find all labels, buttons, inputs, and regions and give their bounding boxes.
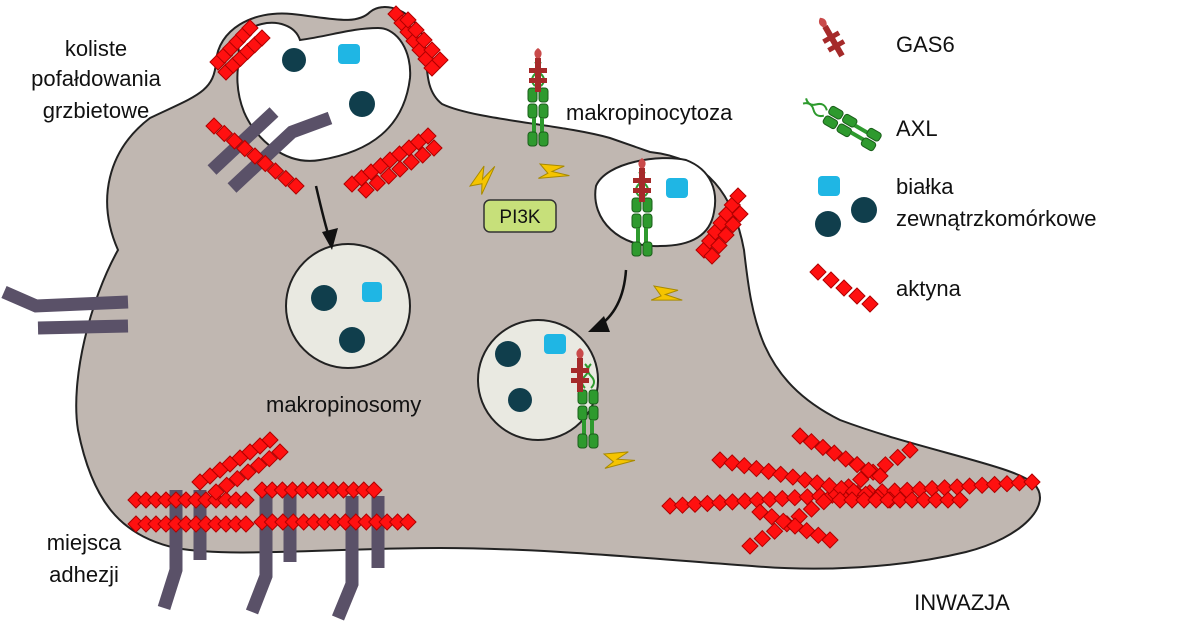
legend-gas6-icon (812, 13, 850, 61)
legend-actin-icon (809, 263, 879, 313)
ruffle-cup (236, 21, 412, 162)
integrin-side (1, 286, 129, 335)
legend-axl-label: AXL (896, 116, 938, 141)
pi3k-box: PI3K (483, 199, 557, 233)
actin-segment (809, 263, 827, 281)
legend-proteins-label-line2: zewnątrzkomórkowe (896, 206, 1097, 231)
protein-light-icon (544, 334, 566, 354)
macropinosomes-label: makropinosomy (266, 392, 421, 417)
actin-segment (848, 287, 866, 305)
protein-dark-icon (349, 91, 375, 117)
macropinosome-vesicle (285, 243, 411, 369)
macropinocytosis-label: makropinocytoza (566, 100, 733, 125)
protein-dark-icon (508, 388, 532, 412)
legend-axl-icon (798, 91, 884, 153)
ruffles-label-line2: pofałdowania (31, 66, 161, 91)
integrin-ruffle (207, 107, 333, 193)
protein-dark-icon (339, 327, 365, 353)
legend-gas6-label: GAS6 (896, 32, 955, 57)
actin-segment (835, 279, 853, 297)
protein-light-icon (338, 44, 360, 64)
integrins (1, 107, 385, 621)
actin-segment (861, 295, 879, 313)
invasion-label: INWAZJA (914, 590, 1010, 615)
legend-actin-label: aktyna (896, 276, 962, 301)
extracellular-proteins (282, 44, 688, 412)
ruffles-label-line1: koliste (65, 36, 127, 61)
adhesion-label-line1: miejsca (47, 530, 122, 555)
protein-dark-icon (282, 48, 306, 72)
pi3k-label: PI3K (499, 207, 541, 228)
legend-proteins-label-line1: białka (896, 174, 954, 199)
adhesion-label-line2: adhezji (49, 562, 119, 587)
arrow-to-macropinosome (314, 185, 338, 250)
protein-light-icon (666, 178, 688, 198)
actin-segment (822, 271, 840, 289)
protein-dark-icon (311, 285, 337, 311)
protein-light-icon (362, 282, 382, 302)
legend: GAS6 AXL białka zewnątrzkomórkowe aktyna (798, 13, 1097, 313)
protein-dark-icon (495, 341, 521, 367)
integrin-adhesion (157, 490, 385, 621)
arrow-to-macropinosome (588, 269, 628, 332)
legend-proteins-icon (815, 176, 877, 237)
macropinocytic-cup (594, 157, 717, 248)
ruffles-label-line3: grzbietowe (43, 98, 149, 123)
